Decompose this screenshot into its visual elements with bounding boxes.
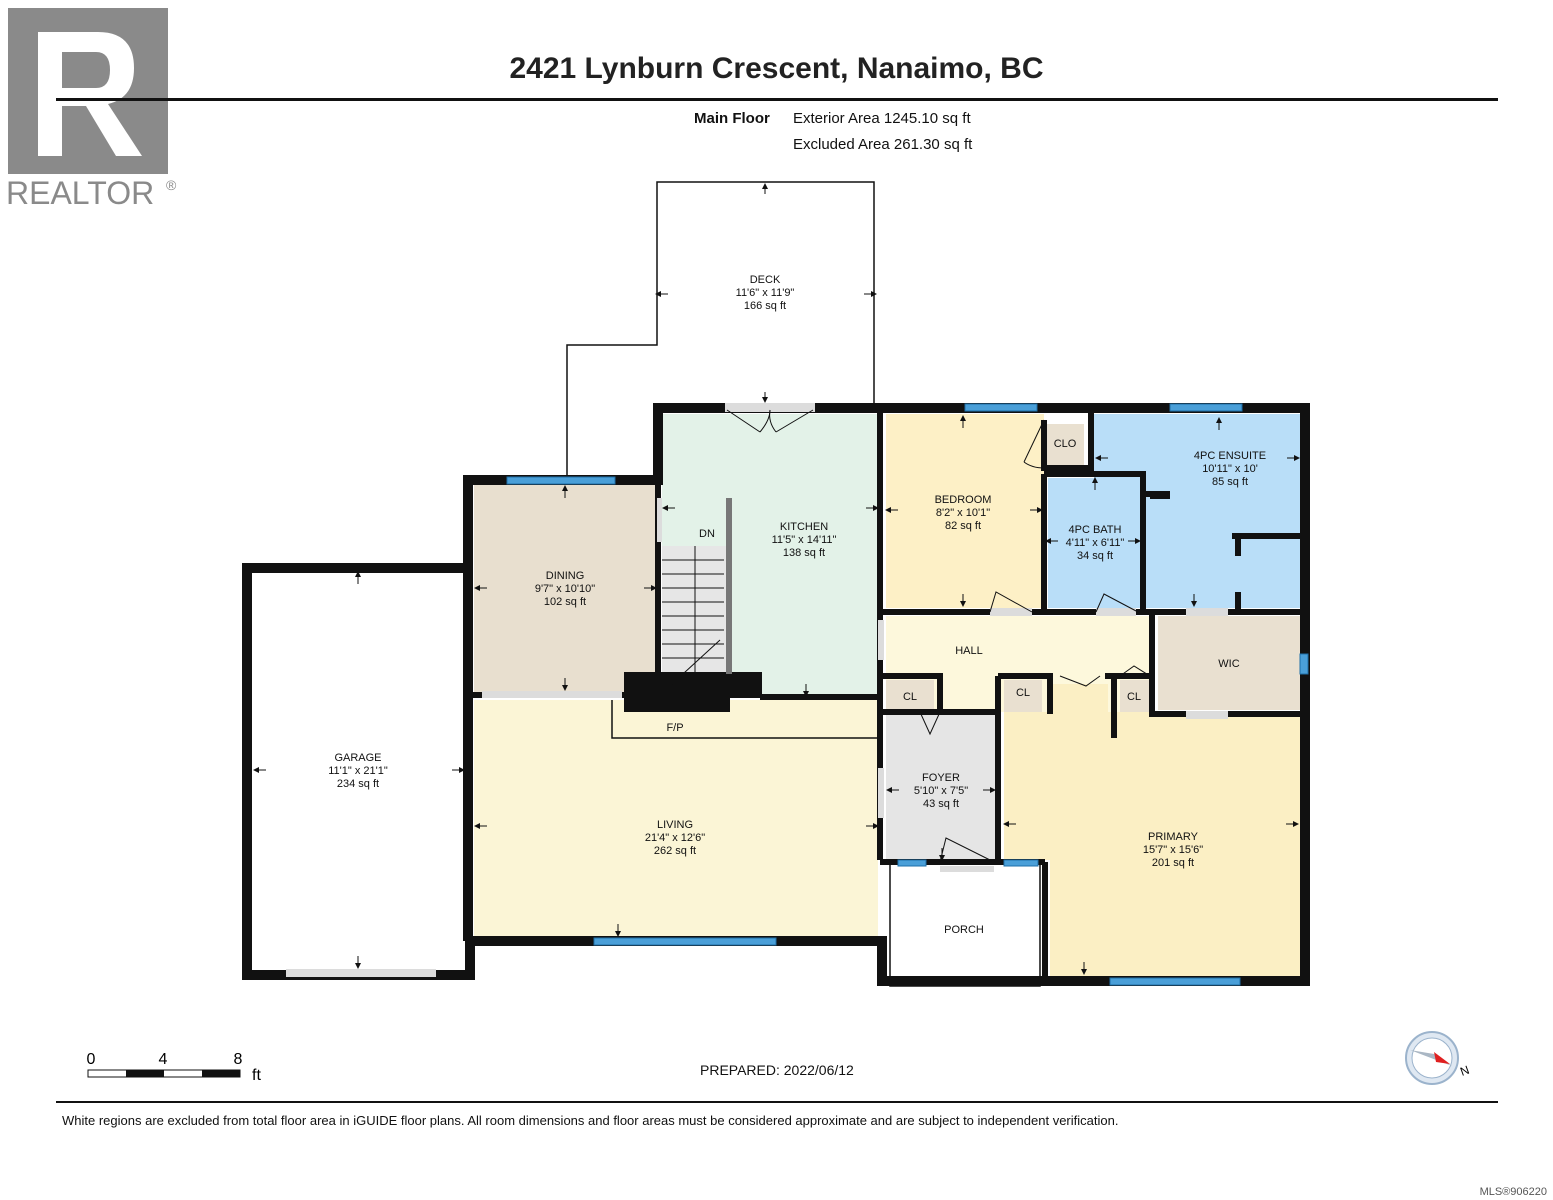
- deck-outline: [566, 181, 875, 478]
- primary-name: PRIMARY: [1148, 831, 1199, 843]
- hall-name: HALL: [955, 645, 983, 657]
- bedroom-area: 82 sq ft: [945, 520, 981, 532]
- dining-name: DINING: [546, 570, 585, 582]
- scale-unit: ft: [252, 1067, 261, 1084]
- living-area: 262 sq ft: [654, 845, 696, 857]
- cl1-name: CL: [903, 691, 917, 703]
- scale-bar: 0 4 8 ft: [87, 1051, 262, 1084]
- cl3-fill: [1120, 680, 1150, 712]
- footer-divider: [56, 1101, 1498, 1103]
- primary-fill: [1004, 684, 1300, 976]
- porch-name: PORCH: [944, 924, 984, 936]
- ensuite-name: 4PC ENSUITE: [1194, 450, 1266, 462]
- primary-dims: 15'7" x 15'6": [1143, 844, 1203, 856]
- dining-dims: 9'7" x 10'10": [535, 583, 595, 595]
- prepared-date: PREPARED: 2022/06/12: [700, 1062, 854, 1078]
- foyer-name: FOYER: [922, 772, 960, 784]
- garage-name: GARAGE: [334, 752, 381, 764]
- fireplace-label: F/P: [666, 722, 683, 734]
- wic-fill: [1158, 616, 1300, 710]
- ensuite-area: 85 sq ft: [1212, 476, 1248, 488]
- deck-area: 166 sq ft: [744, 300, 786, 312]
- bedroom-name: BEDROOM: [935, 494, 992, 506]
- dining-fill: [474, 485, 658, 692]
- garage-area: 234 sq ft: [337, 778, 379, 790]
- realtor-logo: REALTOR ®: [4, 6, 184, 216]
- kitchen-name: KITCHEN: [780, 521, 828, 533]
- primary-area: 201 sq ft: [1152, 857, 1194, 869]
- fireplace-hearth-outline: [611, 700, 880, 739]
- page-title: 2421 Lynburn Crescent, Nanaimo, BC: [509, 52, 1044, 85]
- header-divider: [56, 98, 1498, 101]
- cl2-fill: [1004, 680, 1042, 712]
- bath-name: 4PC BATH: [1069, 524, 1122, 536]
- floor-label: Main Floor: [694, 110, 770, 127]
- stairs-label: DN: [699, 528, 715, 540]
- clo-name: CLO: [1054, 438, 1077, 450]
- garage-dims: 11'1" x 21'1": [328, 765, 388, 777]
- living-name: LIVING: [657, 819, 693, 831]
- mls-number: MLS®906220: [1479, 1186, 1547, 1198]
- garage-fill: [252, 568, 464, 972]
- cl3-name: CL: [1127, 691, 1141, 703]
- compass-icon: N: [1405, 1031, 1471, 1085]
- fireplace-block: [624, 672, 762, 712]
- windows: [506, 403, 1309, 986]
- bath-fill: [1048, 478, 1140, 608]
- wic-name: WIC: [1218, 658, 1239, 670]
- dimension-arrows: [253, 183, 1300, 975]
- excluded-area: Excluded Area 261.30 sq ft: [793, 136, 973, 153]
- registered-mark: ®: [166, 177, 177, 193]
- realtor-logo-text: REALTOR: [6, 175, 154, 211]
- kitchen-dims: 11'5" x 14'11": [772, 534, 837, 546]
- cl1-fill: [886, 680, 934, 712]
- foyer-fill: [886, 712, 996, 860]
- foyer-dims: 5'10" x 7'5": [914, 785, 968, 797]
- bath-dims: 4'11" x 6'11": [1066, 537, 1125, 549]
- stairs: [662, 498, 732, 685]
- exterior-area: Exterior Area 1245.10 sq ft: [793, 110, 971, 127]
- scale-label-8: 8: [234, 1051, 243, 1068]
- deck-dims: 11'6" x 11'9": [736, 287, 795, 299]
- scale-label-4: 4: [159, 1051, 168, 1068]
- kitchen-area: 138 sq ft: [783, 547, 825, 559]
- compass-north-label: N: [1458, 1063, 1471, 1079]
- living-fill: [474, 700, 878, 936]
- bedroom-dims: 8'2" x 10'1": [936, 507, 990, 519]
- interior-walls: [470, 408, 1305, 981]
- ensuite-dims: 10'11" x 10': [1202, 463, 1258, 475]
- door-openings: [286, 403, 1228, 977]
- cl2-name: CL: [1016, 687, 1030, 699]
- bath-area: 34 sq ft: [1077, 550, 1113, 562]
- bedroom-fill: [886, 414, 1044, 608]
- foyer-area: 43 sq ft: [923, 798, 959, 810]
- clo-fill: [1044, 424, 1084, 470]
- dining-area: 102 sq ft: [544, 596, 586, 608]
- disclaimer-text: White regions are excluded from total fl…: [62, 1113, 1119, 1128]
- living-dims: 21'4" x 12'6": [645, 832, 705, 844]
- scale-label-0: 0: [87, 1051, 96, 1068]
- deck-name: DECK: [750, 274, 781, 286]
